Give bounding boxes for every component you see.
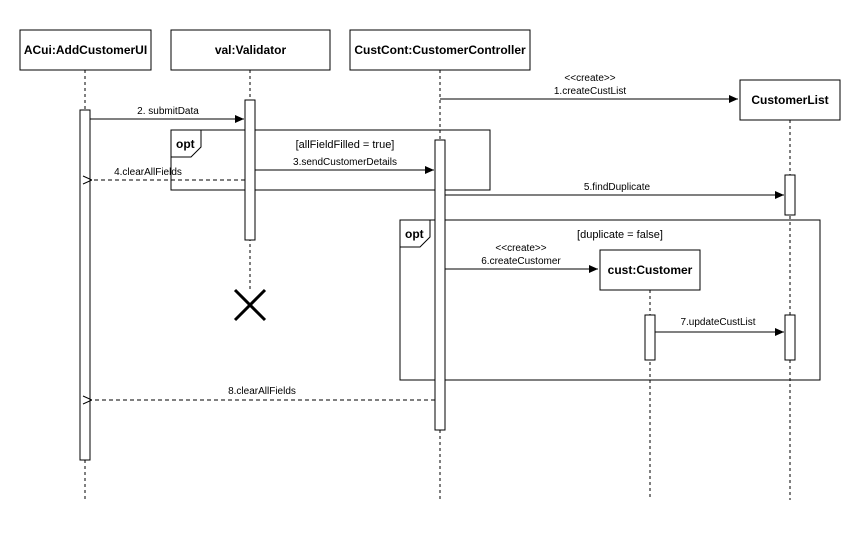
lifeline-customer[interactable]: cust:Customer [599,249,701,291]
opt-fragment-2-kind: opt [405,227,424,241]
activation-customerlist-1 [784,174,796,216]
activation-customer [644,314,656,361]
message-7-label: 7.updateCustList [680,317,755,328]
opt-fragment-1-guard: [allFieldFilled = true] [296,139,395,151]
activation-acui [79,109,91,461]
destroy-icon [233,288,267,322]
lifeline-val-label: val:Validator [215,43,287,57]
lifeline-acui-label: ACui:AddCustomerUI [24,43,147,57]
message-1-label: 1.createCustList [554,86,626,97]
lifeline-customer-label: cust:Customer [608,263,693,277]
message-8: 8.clearAllFields [92,386,435,400]
message-8-label: 8.clearAllFields [228,386,296,397]
lifeline-acui[interactable]: ACui:AddCustomerUI [19,29,152,71]
opt-fragment-2-guard: [duplicate = false] [577,229,663,241]
message-4: 4.clearAllFields [92,167,245,180]
lifeline-custcont-label: CustCont:CustomerController [354,43,526,57]
lifeline-customerlist-label: CustomerList [751,93,828,107]
message-1-stereotype: <<create>> [564,73,615,84]
opt-fragment-1-kind: opt [176,137,195,151]
message-7: 7.updateCustList [655,317,784,336]
opt-fragment-1: opt [allFieldFilled = true] [170,129,491,191]
opt-fragment-2: opt [duplicate = false] [399,219,821,381]
message-3: 3.sendCustomerDetails [255,157,434,174]
activation-custcont [434,139,446,431]
message-2-label: 2. submitData [137,106,199,117]
message-6-stereotype: <<create>> [495,243,546,254]
message-5-label: 5.findDuplicate [584,182,651,193]
activation-customerlist-2 [784,314,796,361]
message-3-label: 3.sendCustomerDetails [293,157,397,168]
lifeline-customerlist[interactable]: CustomerList [739,79,841,121]
activation-val [244,99,256,241]
message-5: 5.findDuplicate [445,182,784,199]
activation-bars [79,99,796,461]
lifeline-val[interactable]: val:Validator [170,29,331,71]
message-6-label: 6.createCustomer [481,256,561,267]
message-4-label: 4.clearAllFields [114,167,182,178]
lifeline-custcont[interactable]: CustCont:CustomerController [349,29,531,71]
message-1: <<create>> 1.createCustList [440,73,738,103]
message-2: 2. submitData [90,106,244,123]
message-6: <<create>> 6.createCustomer [445,243,598,273]
